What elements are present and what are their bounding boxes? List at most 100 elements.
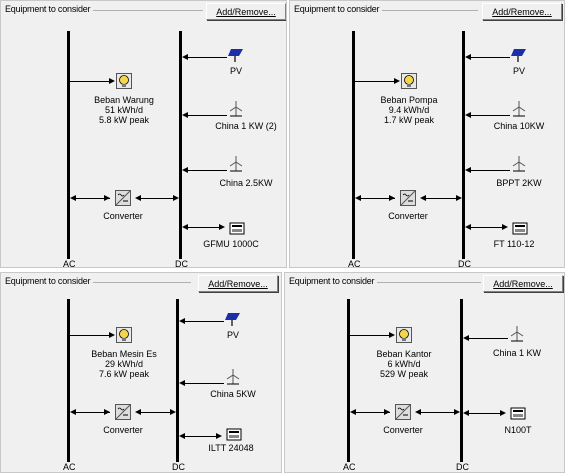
battery-icon[interactable] — [226, 426, 242, 442]
load-arrow — [394, 78, 400, 84]
dc-bus-label: DC — [458, 259, 471, 268]
converter-arrow — [104, 195, 110, 201]
converter-connector — [426, 198, 456, 199]
battery-icon[interactable] — [512, 220, 528, 236]
turbine-label: China 10KW — [493, 121, 545, 131]
pv-arrow — [182, 54, 188, 60]
converter-arrow — [384, 409, 390, 415]
panel-title: Equipment to consider — [294, 4, 383, 14]
title-rule — [375, 282, 481, 283]
schematic-panel-warung: Equipment to consider Add/Remove... AC D… — [0, 0, 287, 268]
dc-bus-label: DC — [456, 462, 469, 472]
load-arrow — [389, 332, 395, 338]
schematic-panel-pompa: Equipment to consider Add/Remove... AC D… — [289, 0, 565, 268]
dc-bus — [460, 299, 463, 462]
wind-turbine-icon[interactable] — [511, 101, 527, 117]
panel-title: Equipment to consider — [289, 276, 378, 286]
battery-label: N100T — [504, 425, 532, 435]
light-bulb-icon[interactable] — [401, 73, 417, 89]
battery-connector — [468, 413, 502, 414]
converter-connector — [141, 198, 173, 199]
load-energy: 9.4 kWh/d — [388, 105, 430, 115]
ac-bus — [347, 299, 350, 462]
ac-bus-label: AC — [63, 259, 76, 268]
converter-label: Converter — [103, 425, 143, 435]
turbine-label: BPPT 2KW — [496, 178, 542, 188]
ac-bus-label: AC — [63, 462, 76, 472]
light-bulb-icon[interactable] — [116, 327, 132, 343]
converter-arrow — [70, 195, 76, 201]
converter-icon[interactable] — [400, 190, 416, 206]
pv-label: PV — [512, 66, 525, 76]
converter-arrow — [170, 409, 176, 415]
load-energy: 51 kWh/d — [104, 105, 144, 115]
converter-connector — [361, 198, 395, 199]
converter-arrow — [350, 409, 356, 415]
converter-arrow — [420, 195, 426, 201]
load-peak: 1.7 kW peak — [383, 115, 435, 125]
add-remove-button[interactable]: Add/Remove... — [198, 275, 278, 292]
converter-icon[interactable] — [115, 404, 131, 420]
title-rule — [91, 282, 191, 283]
panel-title: Equipment to consider — [5, 276, 94, 286]
battery-arrow — [179, 433, 185, 439]
dc-bus-label: DC — [172, 462, 185, 472]
battery-arrow — [182, 224, 188, 230]
load-peak: 529 W peak — [379, 369, 429, 379]
solar-panel-icon[interactable] — [225, 311, 241, 327]
battery-connector — [470, 227, 504, 228]
converter-arrow — [456, 195, 462, 201]
wind-turbine-icon[interactable] — [228, 156, 244, 172]
wind-turbine-icon[interactable] — [228, 101, 244, 117]
battery-arrow — [216, 433, 222, 439]
converter-icon[interactable] — [115, 190, 131, 206]
add-remove-button[interactable]: Add/Remove... — [206, 3, 286, 20]
battery-arrow — [465, 224, 471, 230]
converter-connector — [141, 412, 170, 413]
converter-connector — [421, 412, 454, 413]
battery-connector — [184, 436, 218, 437]
pv-connector — [470, 57, 510, 58]
solar-panel-icon[interactable] — [511, 47, 527, 63]
turbine-label: China 2.5KW — [219, 178, 273, 188]
turbine-connector — [470, 170, 510, 171]
pv-arrow — [465, 54, 471, 60]
ac-bus — [352, 31, 355, 259]
dc-bus — [462, 31, 465, 259]
converter-icon[interactable] — [395, 404, 411, 420]
turbine-connector — [468, 338, 508, 339]
wind-turbine-icon[interactable] — [225, 369, 241, 385]
converter-arrow — [415, 409, 421, 415]
load-name: Beban Pompa — [380, 95, 438, 105]
wind-turbine-icon[interactable] — [511, 156, 527, 172]
wind-turbine-icon[interactable] — [509, 326, 525, 342]
converter-arrow — [135, 409, 141, 415]
panel-title: Equipment to consider — [5, 4, 94, 14]
converter-arrow — [104, 409, 110, 415]
light-bulb-icon[interactable] — [396, 327, 412, 343]
load-peak: 5.8 kW peak — [98, 115, 150, 125]
converter-arrow — [389, 195, 395, 201]
battery-icon[interactable] — [229, 220, 245, 236]
dc-bus — [176, 299, 179, 462]
battery-icon[interactable] — [510, 405, 526, 421]
converter-arrow — [454, 409, 460, 415]
turbine-connector — [470, 115, 510, 116]
turbine-label: China 1 KW — [492, 348, 542, 358]
pv-label: PV — [229, 66, 242, 76]
light-bulb-icon[interactable] — [116, 73, 132, 89]
converter-label: Converter — [103, 211, 143, 221]
turbine-arrow — [465, 112, 471, 118]
add-remove-button[interactable]: Add/Remove... — [482, 3, 562, 20]
add-remove-button[interactable]: Add/Remove... — [483, 275, 563, 292]
solar-panel-icon[interactable] — [228, 47, 244, 63]
converter-arrow — [135, 195, 141, 201]
load-connector — [70, 81, 110, 82]
turbine-arrow — [179, 380, 185, 386]
turbine-arrow — [182, 167, 188, 173]
converter-connector — [76, 198, 110, 199]
load-arrow — [109, 78, 115, 84]
converter-connector — [76, 412, 110, 413]
turbine-label: China 1 KW (2) — [215, 121, 277, 131]
title-rule — [91, 10, 203, 11]
